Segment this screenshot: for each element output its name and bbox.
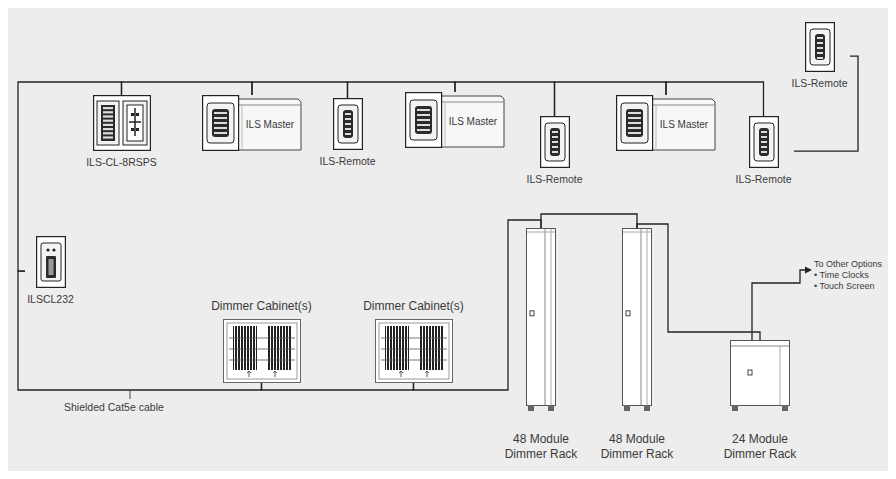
- node-label: ILS-CL-8RSPS: [86, 156, 157, 169]
- dimmer-cabinet: Dimmer Cabinet(s): [209, 299, 314, 383]
- dimmer-cabinet-icon: [375, 319, 453, 383]
- node-label: ILSCL232: [27, 293, 74, 306]
- remote-station-icon: [749, 116, 779, 168]
- note-item: • Time Clocks: [814, 270, 869, 280]
- note-heading: To Other Options: [814, 259, 882, 269]
- remote-station: ILS-Remote: [317, 98, 378, 168]
- remote-station-icon: [805, 22, 835, 72]
- node-label: 24 Module Dimmer Rack: [719, 432, 801, 462]
- remote-station: ILS-Remote: [733, 116, 794, 186]
- interface-station: ILSCL232: [25, 236, 76, 306]
- cable-connector: [637, 224, 760, 340]
- master-unit: ILS Master: [405, 92, 505, 148]
- note-item: • Touch Screen: [814, 281, 875, 291]
- master-unit: ILS Master: [202, 95, 302, 151]
- node-label: ILS-Remote: [319, 155, 375, 168]
- node-label: Dimmer Cabinet(s): [211, 299, 312, 314]
- node-label: ILS-Remote: [791, 77, 847, 90]
- cable-connector: [541, 214, 637, 228]
- cable-connector: [262, 383, 414, 390]
- dimmer-rack-icon: [730, 340, 790, 412]
- dimmer-rack: 48 Module Dimmer Rack: [594, 228, 680, 462]
- cable-connector: [122, 82, 253, 95]
- cable-connector: [252, 82, 348, 98]
- remote-station: ILS-Remote: [789, 22, 850, 90]
- dimmer-rack: 48 Module Dimmer Rack: [498, 228, 584, 462]
- node-label: ILS-Remote: [526, 173, 582, 186]
- master-unit: ILS Master: [616, 95, 716, 151]
- dimmer-cabinet-icon: [223, 319, 301, 383]
- wall-station: ILS-CL-8RSPS: [84, 95, 159, 169]
- node-label: 48 Module Dimmer Rack: [500, 432, 582, 462]
- leader-line: [130, 390, 131, 399]
- node-label: ILS Master: [652, 119, 716, 132]
- wall-station-icon: [93, 95, 151, 151]
- dimmer-cabinet: Dimmer Cabinet(s): [361, 299, 466, 383]
- dimmer-rack-icon: [526, 228, 556, 412]
- remote-station-icon: [540, 116, 570, 168]
- cable-connector: [18, 82, 122, 271]
- node-label: ILS-Remote: [735, 173, 791, 186]
- node-label: 48 Module Dimmer Rack: [596, 432, 678, 462]
- dimmer-rack: 24 Module Dimmer Rack: [717, 340, 803, 462]
- node-label: ILS Master: [441, 116, 505, 129]
- arrow-head: [805, 267, 812, 274]
- remote-station-icon: [333, 98, 363, 150]
- interface-station-icon: [36, 236, 66, 288]
- option-line: [752, 270, 806, 340]
- remote-station: ILS-Remote: [524, 116, 585, 186]
- dimmer-rack-icon: [622, 228, 652, 412]
- node-label: ILS Master: [238, 119, 302, 132]
- cable-label: Shielded Cat5e cable: [64, 401, 164, 413]
- node-label: Dimmer Cabinet(s): [363, 299, 464, 314]
